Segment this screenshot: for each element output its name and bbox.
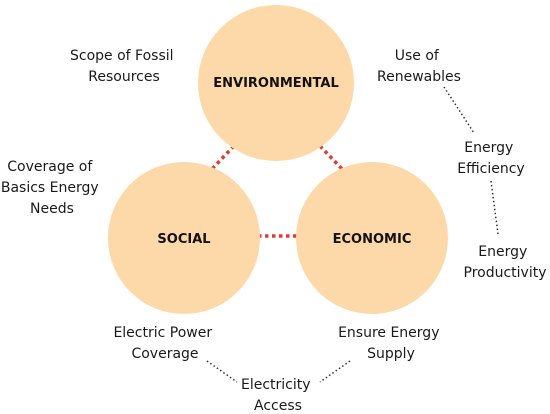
note-scope-fossil: Scope of Fossil Resources	[70, 48, 178, 85]
note-ensure-supply: Ensure Energy Supply	[338, 325, 444, 362]
connector-environmental-social	[208, 144, 236, 173]
note-energy-efficiency: Energy Efficiency	[457, 140, 524, 177]
note-electricity-access: Electricity Access	[241, 377, 315, 414]
note-electric-power: Electric Power Coverage	[113, 325, 216, 362]
environmental-label: ENVIRONMENTAL	[213, 76, 339, 91]
social-label: SOCIAL	[157, 232, 210, 247]
note-energy-productivity: Energy Productivity	[464, 244, 547, 281]
economic-circle	[296, 162, 448, 314]
connector-environmental-economic	[318, 144, 346, 173]
connector-efficiency-productivity	[490, 180, 499, 235]
note-coverage-basic: Coverage of Basics Energy Needs	[1, 159, 103, 217]
social-circle	[108, 162, 260, 314]
connector-supply-access	[319, 360, 351, 383]
connector-electric-power-access	[206, 360, 238, 383]
connector-renewables-efficiency	[443, 86, 475, 134]
economic-label: ECONOMIC	[333, 232, 412, 247]
note-use-renewables: Use of Renewables	[377, 48, 461, 85]
environmental-circle	[198, 5, 354, 161]
